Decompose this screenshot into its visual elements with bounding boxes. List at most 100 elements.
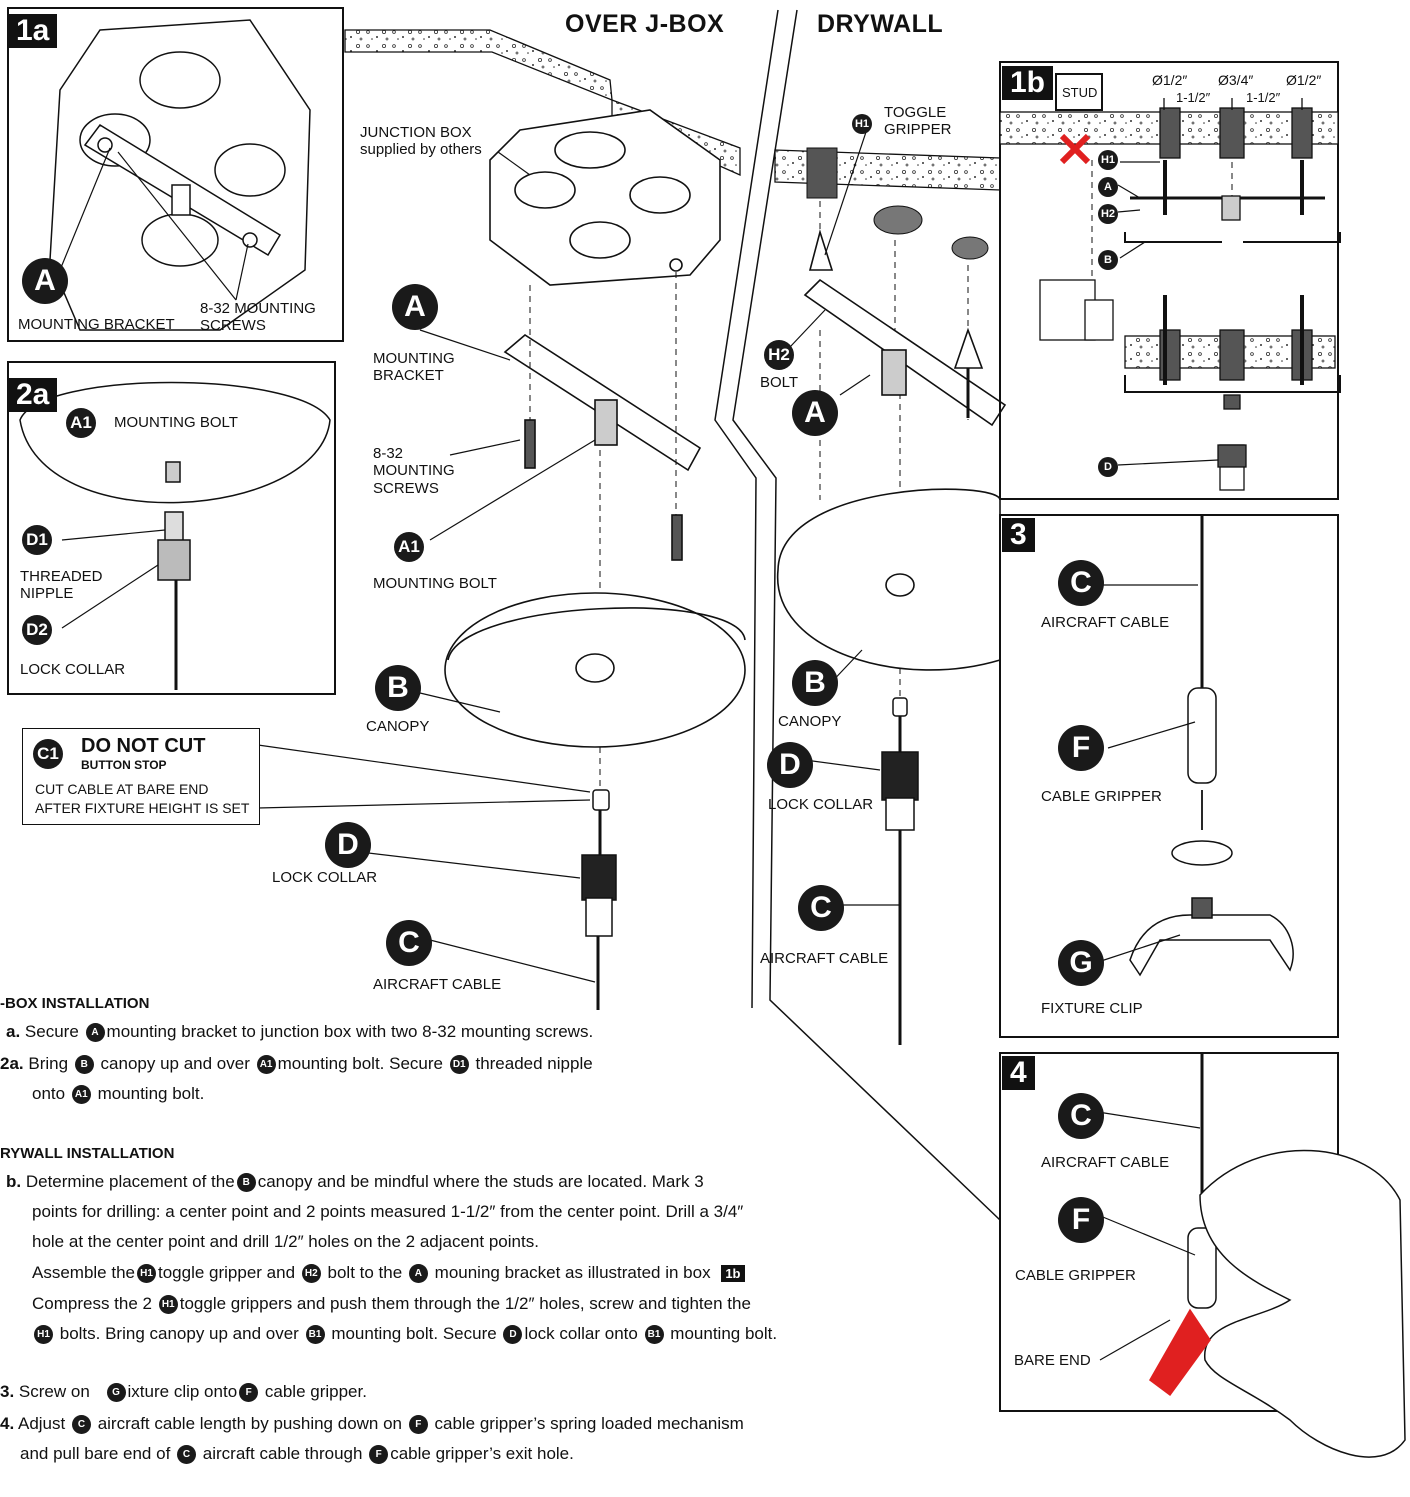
box-2a-label: 2a <box>8 378 58 412</box>
label-mounting-bracket-1a: MOUNTING BRACKET <box>18 316 175 333</box>
label-cable-gripper-4: CABLE GRIPPER <box>1015 1267 1136 1284</box>
badge-d-drywall: D <box>767 742 813 788</box>
badge-h1-drywall: H1 <box>852 114 872 134</box>
inline-badge: H1 <box>137 1264 156 1284</box>
do-not-cut-title: DO NOT CUT <box>81 735 206 757</box>
step-1b-text-2: canopy and be mindful where the studs ar… <box>257 1172 704 1191</box>
step-1b-text-1: Determine placement of the <box>25 1172 235 1191</box>
lock-collar-main <box>581 789 617 1010</box>
step-3-text-3: cable gripper. <box>264 1382 367 1401</box>
diameter-center: Ø3/4″ <box>1218 72 1254 88</box>
do-not-cut-callout: C1 DO NOT CUT BUTTON STOP CUT CABLE AT B… <box>22 728 260 825</box>
junction-box-main <box>489 109 721 286</box>
step-1b-l6-text-4: mounting bolt. <box>670 1324 778 1343</box>
header-drywall: DRYWALL <box>817 10 944 38</box>
step-4-l2-text-3: cable gripper’s exit hole. <box>390 1444 574 1463</box>
step-3-number: 3. <box>0 1382 15 1401</box>
inline-badge: C <box>177 1445 197 1465</box>
step-1b-l4-text-1: Assemble the <box>32 1263 135 1282</box>
inline-badge: F <box>408 1415 428 1435</box>
badge-b-drywall: B <box>792 660 838 706</box>
step-1a-text-1: Secure <box>24 1022 79 1041</box>
inline-badge: H1 <box>34 1325 53 1345</box>
step-1b-l5-text-2: toggle grippers and push them through th… <box>179 1294 751 1313</box>
inline-badge: H2 <box>301 1264 321 1284</box>
drywall-bracket <box>803 229 1007 427</box>
cable-gripper-3 <box>1129 515 1294 977</box>
badge-a-jbox: A <box>392 284 438 330</box>
inline-badge: F <box>239 1383 259 1403</box>
step-1b-l5-text-1: Compress the 2 <box>32 1294 152 1313</box>
inline-badge: C <box>71 1415 91 1435</box>
badge-d1-2a: D1 <box>22 525 52 555</box>
inline-badge: H1 <box>158 1295 178 1315</box>
canopy-detail-2a <box>19 381 331 690</box>
label-lock-collar: LOCK COLLAR <box>272 869 378 886</box>
step-2a-l2-text-2: mounting bolt. <box>97 1084 205 1103</box>
box-1a-label: 1a <box>8 14 58 48</box>
label-mounting-screws: 8-32 MOUNTING SCREWS <box>373 445 455 497</box>
jbox-installation-title: -BOX INSTALLATION <box>0 995 150 1012</box>
step-1b-l6-text-2: mounting bolt. Secure <box>331 1324 497 1343</box>
step-1b-line-2: points for drilling: a center point and … <box>32 1202 744 1221</box>
do-not-cut-text: CUT CABLE AT BARE END AFTER FIXTURE HEIG… <box>35 781 250 816</box>
inline-badge: D1 <box>449 1055 469 1075</box>
badge-d-jbox: D <box>325 822 371 868</box>
step-2a-text-4: threaded nipple <box>475 1054 593 1073</box>
label-screws-1a: 8-32 MOUNTING SCREWS <box>200 300 316 335</box>
step-1b-l6-text-3: lock collar onto <box>524 1324 638 1343</box>
step-4-line-2: and pull bare end of C aircraft cable th… <box>20 1444 574 1465</box>
junction-box-detail-1a <box>49 19 311 331</box>
step-1b-l4-text-4: mouning bracket as illustrated in box <box>434 1263 711 1282</box>
label-cable-gripper-3: CABLE GRIPPER <box>1041 788 1162 805</box>
inline-badge: G <box>106 1383 126 1403</box>
step-2a-text-2: canopy up and over <box>100 1054 250 1073</box>
step-1b-l4-text-2: toggle gripper and <box>158 1263 296 1282</box>
step-2a-line-2: onto A1 mounting bolt. <box>32 1084 205 1105</box>
badge-c-3: C <box>1058 560 1104 606</box>
step-4-text-1: Adjust <box>17 1414 66 1433</box>
step-4-l2-text-2: aircraft cable through <box>202 1444 363 1463</box>
step-4-text-3: cable gripper’s spring loaded mechanism <box>434 1414 744 1433</box>
inline-badge: A <box>85 1023 105 1043</box>
step-4-l2-text-1: and pull bare end of <box>20 1444 171 1463</box>
label-aircraft-cable-3: AIRCRAFT CABLE <box>1041 614 1170 631</box>
badge-d2-2a: D2 <box>22 615 52 645</box>
inline-badge: A1 <box>71 1085 91 1105</box>
badge-a-1a: A <box>22 258 68 304</box>
label-threaded-nipple: THREADED NIPPLE <box>20 568 103 603</box>
badge-h2-1b: H2 <box>1098 204 1118 224</box>
label-aircraft-cable: AIRCRAFT CABLE <box>373 976 502 993</box>
badge-c-jbox: C <box>386 920 432 966</box>
badge-a-1b: A <box>1098 177 1118 197</box>
leader-lines <box>59 125 1219 1361</box>
step-3-text-1: Screw on <box>18 1382 90 1401</box>
box-1b-drywall <box>999 73 1341 491</box>
drywall-canopy <box>777 488 1001 671</box>
step-1b-number: b. <box>6 1172 22 1191</box>
inline-badge: B1 <box>305 1325 325 1345</box>
step-4-text-2: aircraft cable length by pushing down on <box>97 1414 403 1433</box>
badge-f-4: F <box>1058 1197 1104 1243</box>
drywall-installation-title: RYWALL INSTALLATION <box>0 1145 175 1162</box>
mounting-bracket-main <box>503 334 702 561</box>
label-junction-box: JUNCTION BOX supplied by others <box>360 124 482 159</box>
step-4-number: 4. <box>0 1414 15 1433</box>
label-lock-collar-drywall: LOCK COLLAR <box>768 796 874 813</box>
badge-b-jbox: B <box>375 665 421 711</box>
inline-badge: B1 <box>644 1325 664 1345</box>
label-aircraft-cable-4: AIRCRAFT CABLE <box>1041 1154 1170 1171</box>
inline-box-ref: 1b <box>721 1265 745 1282</box>
label-mounting-bolt-2a: MOUNTING BOLT <box>114 414 238 431</box>
badge-d-1b: D <box>1098 457 1118 477</box>
do-not-cut-sub: BUTTON STOP <box>81 758 167 772</box>
canopy-main <box>444 592 746 748</box>
label-aircraft-cable-drywall: AIRCRAFT CABLE <box>760 950 889 967</box>
box-1b-frame <box>999 61 1339 500</box>
hand-adjusting-cable <box>1149 1053 1406 1458</box>
